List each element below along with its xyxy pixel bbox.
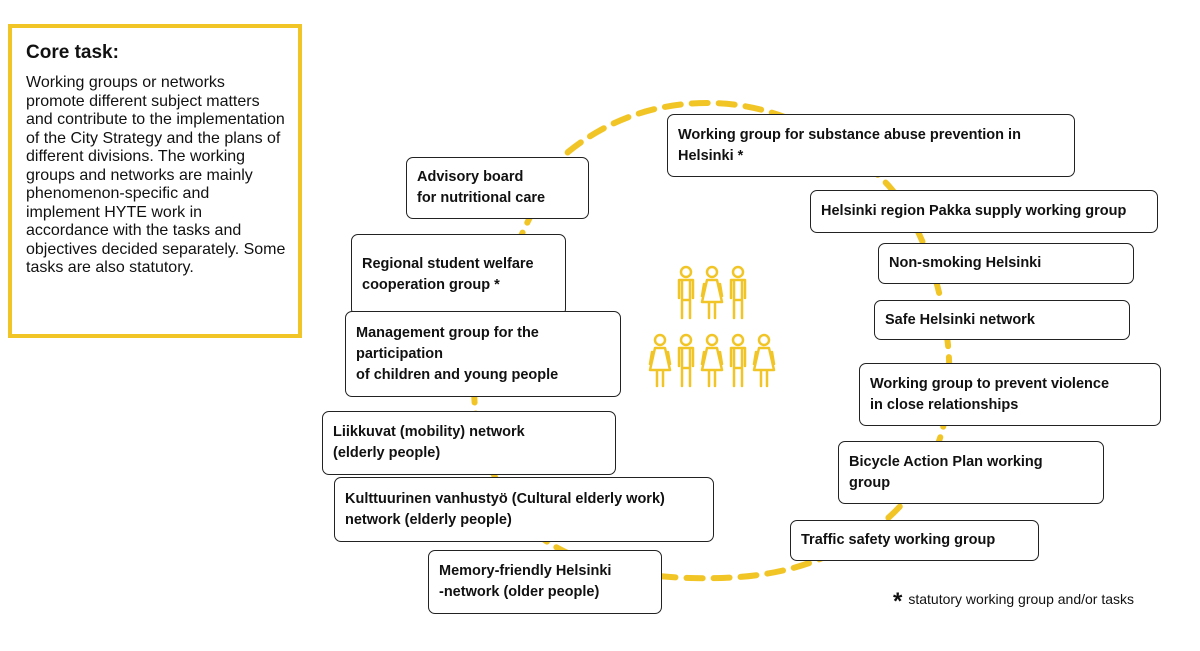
node-liikkuvat-network: Liikkuvat (mobility) network(elderly peo…	[322, 411, 616, 475]
node-cultural-elderly-work-network: Kulttuurinen vanhustyö (Cultural elderly…	[334, 477, 714, 542]
footnote-symbol: *	[893, 588, 903, 615]
footnote: * statutory working group and/or tasks	[893, 588, 1134, 616]
node-substance-abuse-prevention: Working group for substance abuse preven…	[667, 114, 1075, 177]
node-safe-helsinki-network: Safe Helsinki network	[874, 300, 1130, 340]
core-task-text: Working groups or networks promote diffe…	[26, 74, 286, 276]
node-memory-friendly-helsinki: Memory-friendly Helsinki-network (older …	[428, 550, 662, 614]
footnote-text: statutory working group and/or tasks	[908, 591, 1135, 607]
node-traffic-safety-group: Traffic safety working group	[790, 520, 1039, 561]
node-pakka-supply-group: Helsinki region Pakka supply working gro…	[810, 190, 1158, 233]
people-group-icon	[648, 265, 776, 388]
core-task-title: Core task:	[26, 42, 119, 63]
core-task-box: Core task: Working groups or networks pr…	[8, 24, 302, 338]
node-non-smoking-helsinki: Non-smoking Helsinki	[878, 243, 1134, 284]
